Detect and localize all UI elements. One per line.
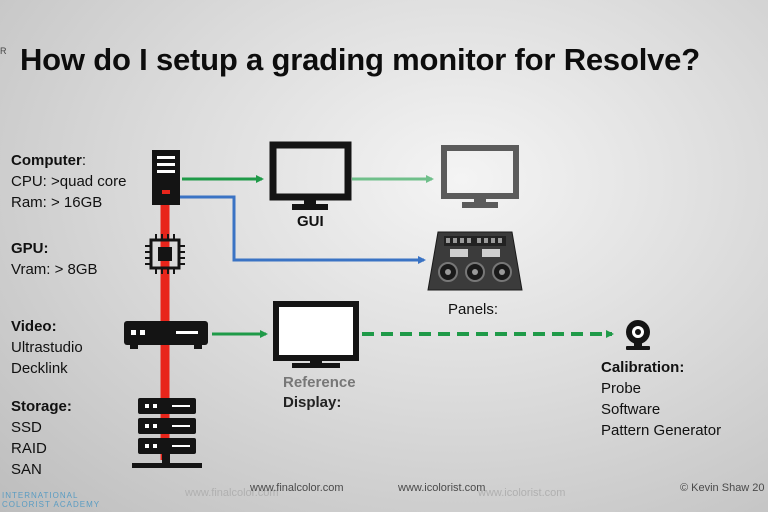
reference-label-line2: Display: bbox=[283, 394, 342, 411]
gui-label: GUI bbox=[297, 213, 324, 230]
footer-copyright: © Kevin Shaw 20 bbox=[680, 482, 765, 494]
calibration-pattern-generator: Pattern Generator bbox=[601, 422, 722, 439]
computer-ram: Ram: > 16GB bbox=[11, 194, 103, 211]
calibration-probe: Probe bbox=[601, 380, 642, 397]
page-title: How do I setup a grading monitor for Res… bbox=[20, 42, 700, 77]
calibration-block: Calibration: Probe Software Pattern Gene… bbox=[601, 357, 721, 441]
video-ultrastudio: Ultrastudio bbox=[11, 339, 83, 356]
storage-raid: RAID bbox=[11, 440, 47, 457]
computer-heading-suffix: : bbox=[81, 152, 87, 169]
video-block: Video: Ultrastudio Decklink bbox=[11, 316, 83, 379]
computer-block: Computer: CPU: >quad core Ram: > 16GB bbox=[11, 150, 126, 213]
reference-label-line1: Reference bbox=[283, 374, 356, 391]
reference-display-label: Reference Display: bbox=[283, 373, 356, 413]
academy-logo: INTERNATIONAL COLORIST ACADEMY bbox=[2, 491, 100, 509]
footer-finalcolor-ghost: www.finalcolor.com bbox=[185, 487, 279, 499]
computer-heading: Computer bbox=[11, 152, 82, 169]
control-panel-icon bbox=[427, 231, 523, 291]
logo-line1: INTERNATIONAL bbox=[2, 491, 79, 500]
gpu-heading: GPU: bbox=[11, 240, 49, 257]
calibration-probe-icon bbox=[626, 320, 650, 350]
video-decklink: Decklink bbox=[11, 360, 68, 377]
second-monitor-icon bbox=[441, 145, 519, 208]
reference-display-icon bbox=[273, 301, 359, 368]
storage-ssd: SSD bbox=[11, 419, 42, 436]
footer-icolorist-link[interactable]: www.icolorist.com bbox=[398, 482, 486, 494]
footer-finalcolor-link[interactable]: www.finalcolor.com bbox=[250, 482, 344, 494]
storage-san: SAN bbox=[11, 461, 42, 478]
storage-block: Storage: SSD RAID SAN bbox=[11, 396, 72, 480]
logo-line2: COLORIST ACADEMY bbox=[2, 500, 101, 509]
footer-icolorist-ghost: www.icolorist.com bbox=[478, 487, 566, 499]
calibration-software: Software bbox=[601, 401, 661, 418]
storage-heading: Storage: bbox=[11, 398, 72, 415]
gpu-block: GPU: Vram: > 8GB bbox=[11, 238, 98, 280]
computer-tower-icon bbox=[152, 150, 180, 205]
calibration-heading: Calibration: bbox=[601, 359, 685, 376]
video-heading: Video: bbox=[11, 318, 57, 335]
computer-cpu: CPU: >quad core bbox=[11, 173, 127, 190]
gpu-chip-icon bbox=[145, 234, 185, 274]
gui-monitor-icon bbox=[269, 141, 352, 210]
panels-label: Panels: bbox=[448, 301, 499, 318]
storage-server-icon bbox=[132, 398, 202, 468]
gpu-vram: Vram: > 8GB bbox=[11, 261, 98, 278]
blue-connection-line bbox=[180, 195, 426, 264]
corner-mark: R bbox=[0, 46, 7, 56]
video-interface-icon bbox=[124, 321, 208, 349]
